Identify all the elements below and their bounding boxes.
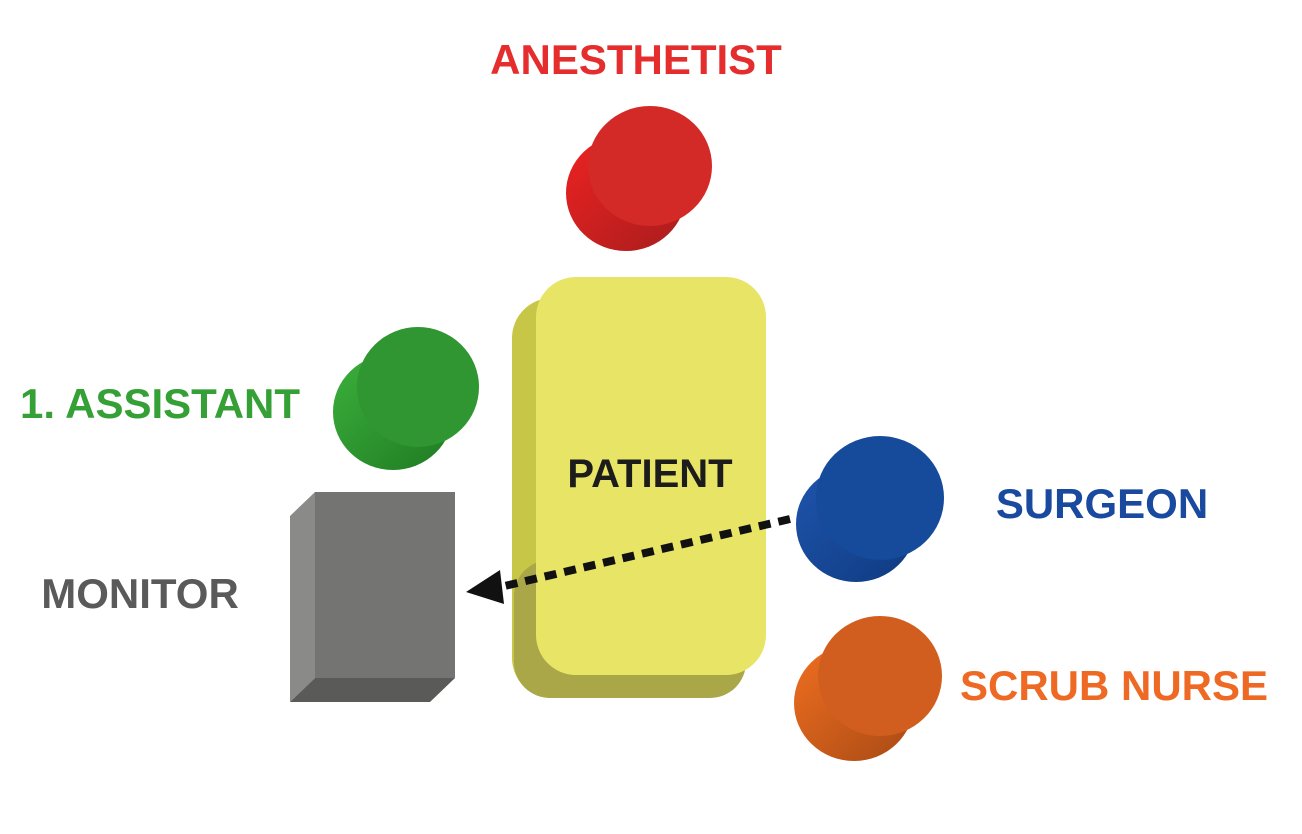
label-scrub-nurse: SCRUB NURSE: [960, 662, 1268, 709]
scrub-nurse-marker: [794, 616, 942, 761]
patient-table: [512, 277, 766, 698]
arrowhead-icon: [466, 570, 504, 604]
label-anesthetist: ANESTHETIST: [490, 36, 782, 83]
assistant-marker: [333, 327, 479, 470]
line-of-sight-arrow: [466, 515, 791, 604]
surgeon-marker: [796, 436, 944, 582]
label-monitor: MONITOR: [41, 570, 239, 617]
monitor-box: [290, 492, 455, 702]
anesthetist-marker: [566, 106, 712, 251]
label-surgeon: SURGEON: [996, 480, 1208, 527]
label-patient: PATIENT: [567, 452, 732, 496]
label-assistant: 1. ASSISTANT: [20, 380, 300, 427]
